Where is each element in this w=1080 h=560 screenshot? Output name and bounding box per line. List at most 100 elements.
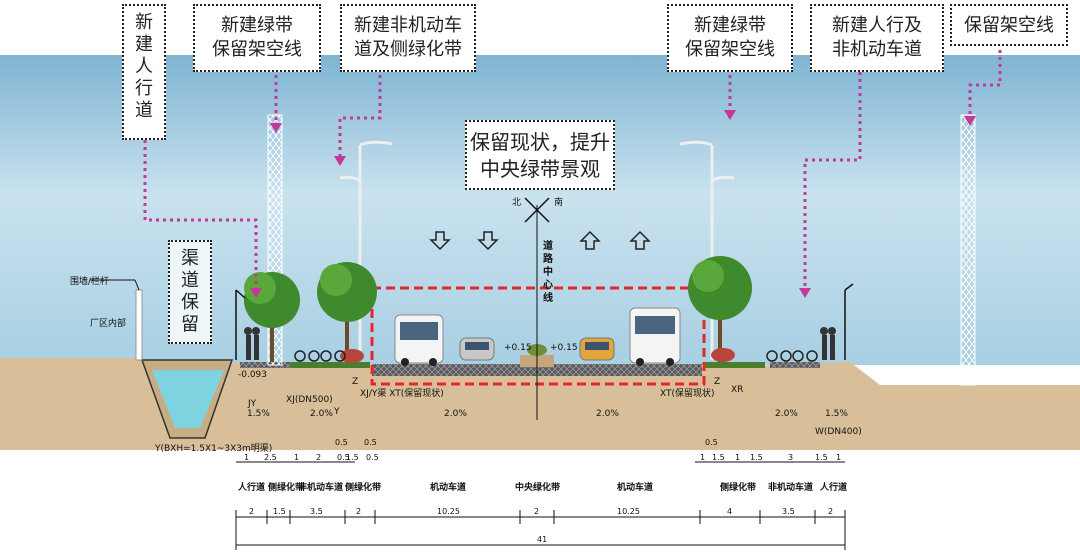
elev-left-label: +0.15 (504, 343, 532, 353)
segment-labels: 人行道 侧绿化带 非机动车道 侧绿化带 机动车道 中央绿化带 机动车道 侧绿化带… (237, 481, 847, 493)
dim-top: 1 (700, 453, 705, 462)
callout-nonmotor-left: 新建非机动车 道及侧绿化带 (340, 4, 476, 72)
tree-3 (688, 256, 752, 362)
car-left (459, 337, 495, 361)
dim-top: 0.5 (366, 453, 379, 462)
segment-label: 人行道 (819, 481, 847, 493)
dim-bottom: 1.5 (273, 507, 286, 516)
cyclists-right (766, 350, 818, 362)
total-width: 41 (537, 535, 547, 544)
dim-top: 3 (788, 453, 793, 462)
dim-top: 1.5 (712, 453, 725, 462)
segment-label: 非机动车道 (768, 481, 813, 493)
slope-6: 1.5% (825, 409, 848, 419)
dim-top: 1.5 (750, 453, 763, 462)
segment-label: 中央绿化带 (515, 481, 560, 493)
centerline-label: 道 路 中 心 线 (543, 241, 553, 304)
bike-lane-right (770, 362, 820, 368)
dim-top: 1 (735, 453, 740, 462)
dim-bottom: 3.5 (310, 507, 323, 516)
dim-top: 2 (316, 453, 321, 462)
dim-bottom: 2 (828, 507, 833, 516)
green-strip-right (705, 362, 765, 368)
slope-3: 2.0% (444, 409, 467, 419)
dim-bottom: 2 (534, 507, 539, 516)
tag-jy: JY (247, 399, 257, 409)
dim-bottom: 4 (727, 507, 732, 516)
segment-label: 机动车道 (430, 481, 466, 493)
dim-bottom: 10.25 (617, 507, 640, 516)
dim-bottom: 2 (249, 507, 254, 516)
dim-top: 0.5 (337, 453, 350, 462)
callout-canal: 渠 道 保 留 (168, 240, 212, 344)
green-strip-left (290, 362, 370, 368)
callout-center-median: 保留现状，提升 中央绿带景观 (465, 120, 615, 190)
dim-top: 1 (244, 453, 249, 462)
street-lamp-left (339, 140, 393, 360)
segment-label: 侧绿化带 (268, 481, 304, 493)
pylon-right (960, 114, 976, 386)
segment-label: 非机动车道 (298, 481, 343, 493)
callout-green-belt-right: 新建绿带 保留架空线 (667, 4, 793, 72)
callout-sidewalk-right: 新建人行及 非机动车道 (810, 4, 944, 72)
dim-top: 1 (294, 453, 299, 462)
wall-label: 围墙/栏杆 (70, 275, 109, 287)
xt-left-label: XJ/Y渠 XT(保留现状) (360, 387, 444, 399)
bus-right (629, 307, 681, 366)
tag-y: Y (333, 407, 340, 417)
dim-top: 2.5 (264, 453, 277, 462)
segment-label: 侧绿化带 (345, 481, 381, 493)
south-label: 南 (554, 196, 563, 208)
pedestrians-left (244, 327, 260, 360)
elev-low-label: -0.093 (238, 370, 267, 380)
tag-z-left: Z (352, 377, 358, 387)
street-lamp-right (679, 140, 735, 360)
improvement-area-highlight (370, 286, 706, 386)
tag-z-right: Z (714, 377, 720, 387)
slope-5: 2.0% (775, 409, 798, 419)
slope-4: 2.0% (596, 409, 619, 419)
north-south-arrows (524, 197, 550, 223)
segment-label: 侧绿化带 (720, 481, 756, 493)
dim-top: 1.5 (815, 453, 828, 462)
slope-1: 1.5% (247, 409, 270, 419)
dim-top-upper: 0.5 (364, 438, 377, 447)
xt-right-label: XT(保留现状) (660, 387, 715, 399)
traffic-arrows (429, 230, 651, 251)
north-label: 北 (512, 197, 521, 208)
ground (0, 358, 1080, 450)
dims-bottom: 2 1.5 3.5 2 10.25 2 10.25 4 3.5 2 41 (249, 507, 833, 544)
car-right (579, 337, 615, 361)
callout-new-sidewalk: 新 建 人 行 道 (122, 4, 166, 140)
callout-green-belt-left: 新建绿带 保留架空线 (193, 4, 321, 72)
dim-bottom: 2 (356, 507, 361, 516)
boundary-wall (135, 289, 143, 361)
dim-top-upper: 0.5 (705, 438, 718, 447)
tree-2 (317, 262, 377, 362)
segment-label: 人行道 (237, 481, 265, 493)
elev-right-label: +0.15 (550, 343, 578, 353)
bus-left (394, 314, 444, 366)
bike-lane-left (240, 362, 290, 368)
pedestrians-right (820, 327, 836, 360)
slope-2: 2.0% (310, 409, 333, 419)
dimension-lines (235, 461, 846, 550)
segment-label: 机动车道 (617, 481, 653, 493)
dims-top: 1 2.5 1 2 0.5 1.5 0.5 1 1.5 1 1.5 3 1.5 … (244, 438, 841, 462)
dim-top: 1 (836, 453, 841, 462)
callout-arrowheads (250, 110, 976, 298)
callout-leaders (143, 50, 1002, 290)
dim-bottom: 3.5 (782, 507, 795, 516)
pipe-w-label: W(DN400) (815, 427, 862, 437)
dim-top: 1.5 (346, 453, 359, 462)
tag-xr: XR (731, 385, 743, 395)
callout-keep-lines: 保留架空线 (950, 4, 1068, 46)
dim-top-upper: 0.5 (335, 438, 348, 447)
pipe-xj-label: XJ(DN500) (286, 395, 333, 405)
cyclists-left (294, 350, 346, 362)
canal-water (152, 370, 224, 428)
canal-spec-label: Y(BXH=1.5X1~3X3m明渠) (154, 442, 272, 454)
factory-label: 厂区内部 (90, 317, 126, 329)
dim-bottom: 10.25 (437, 507, 460, 516)
